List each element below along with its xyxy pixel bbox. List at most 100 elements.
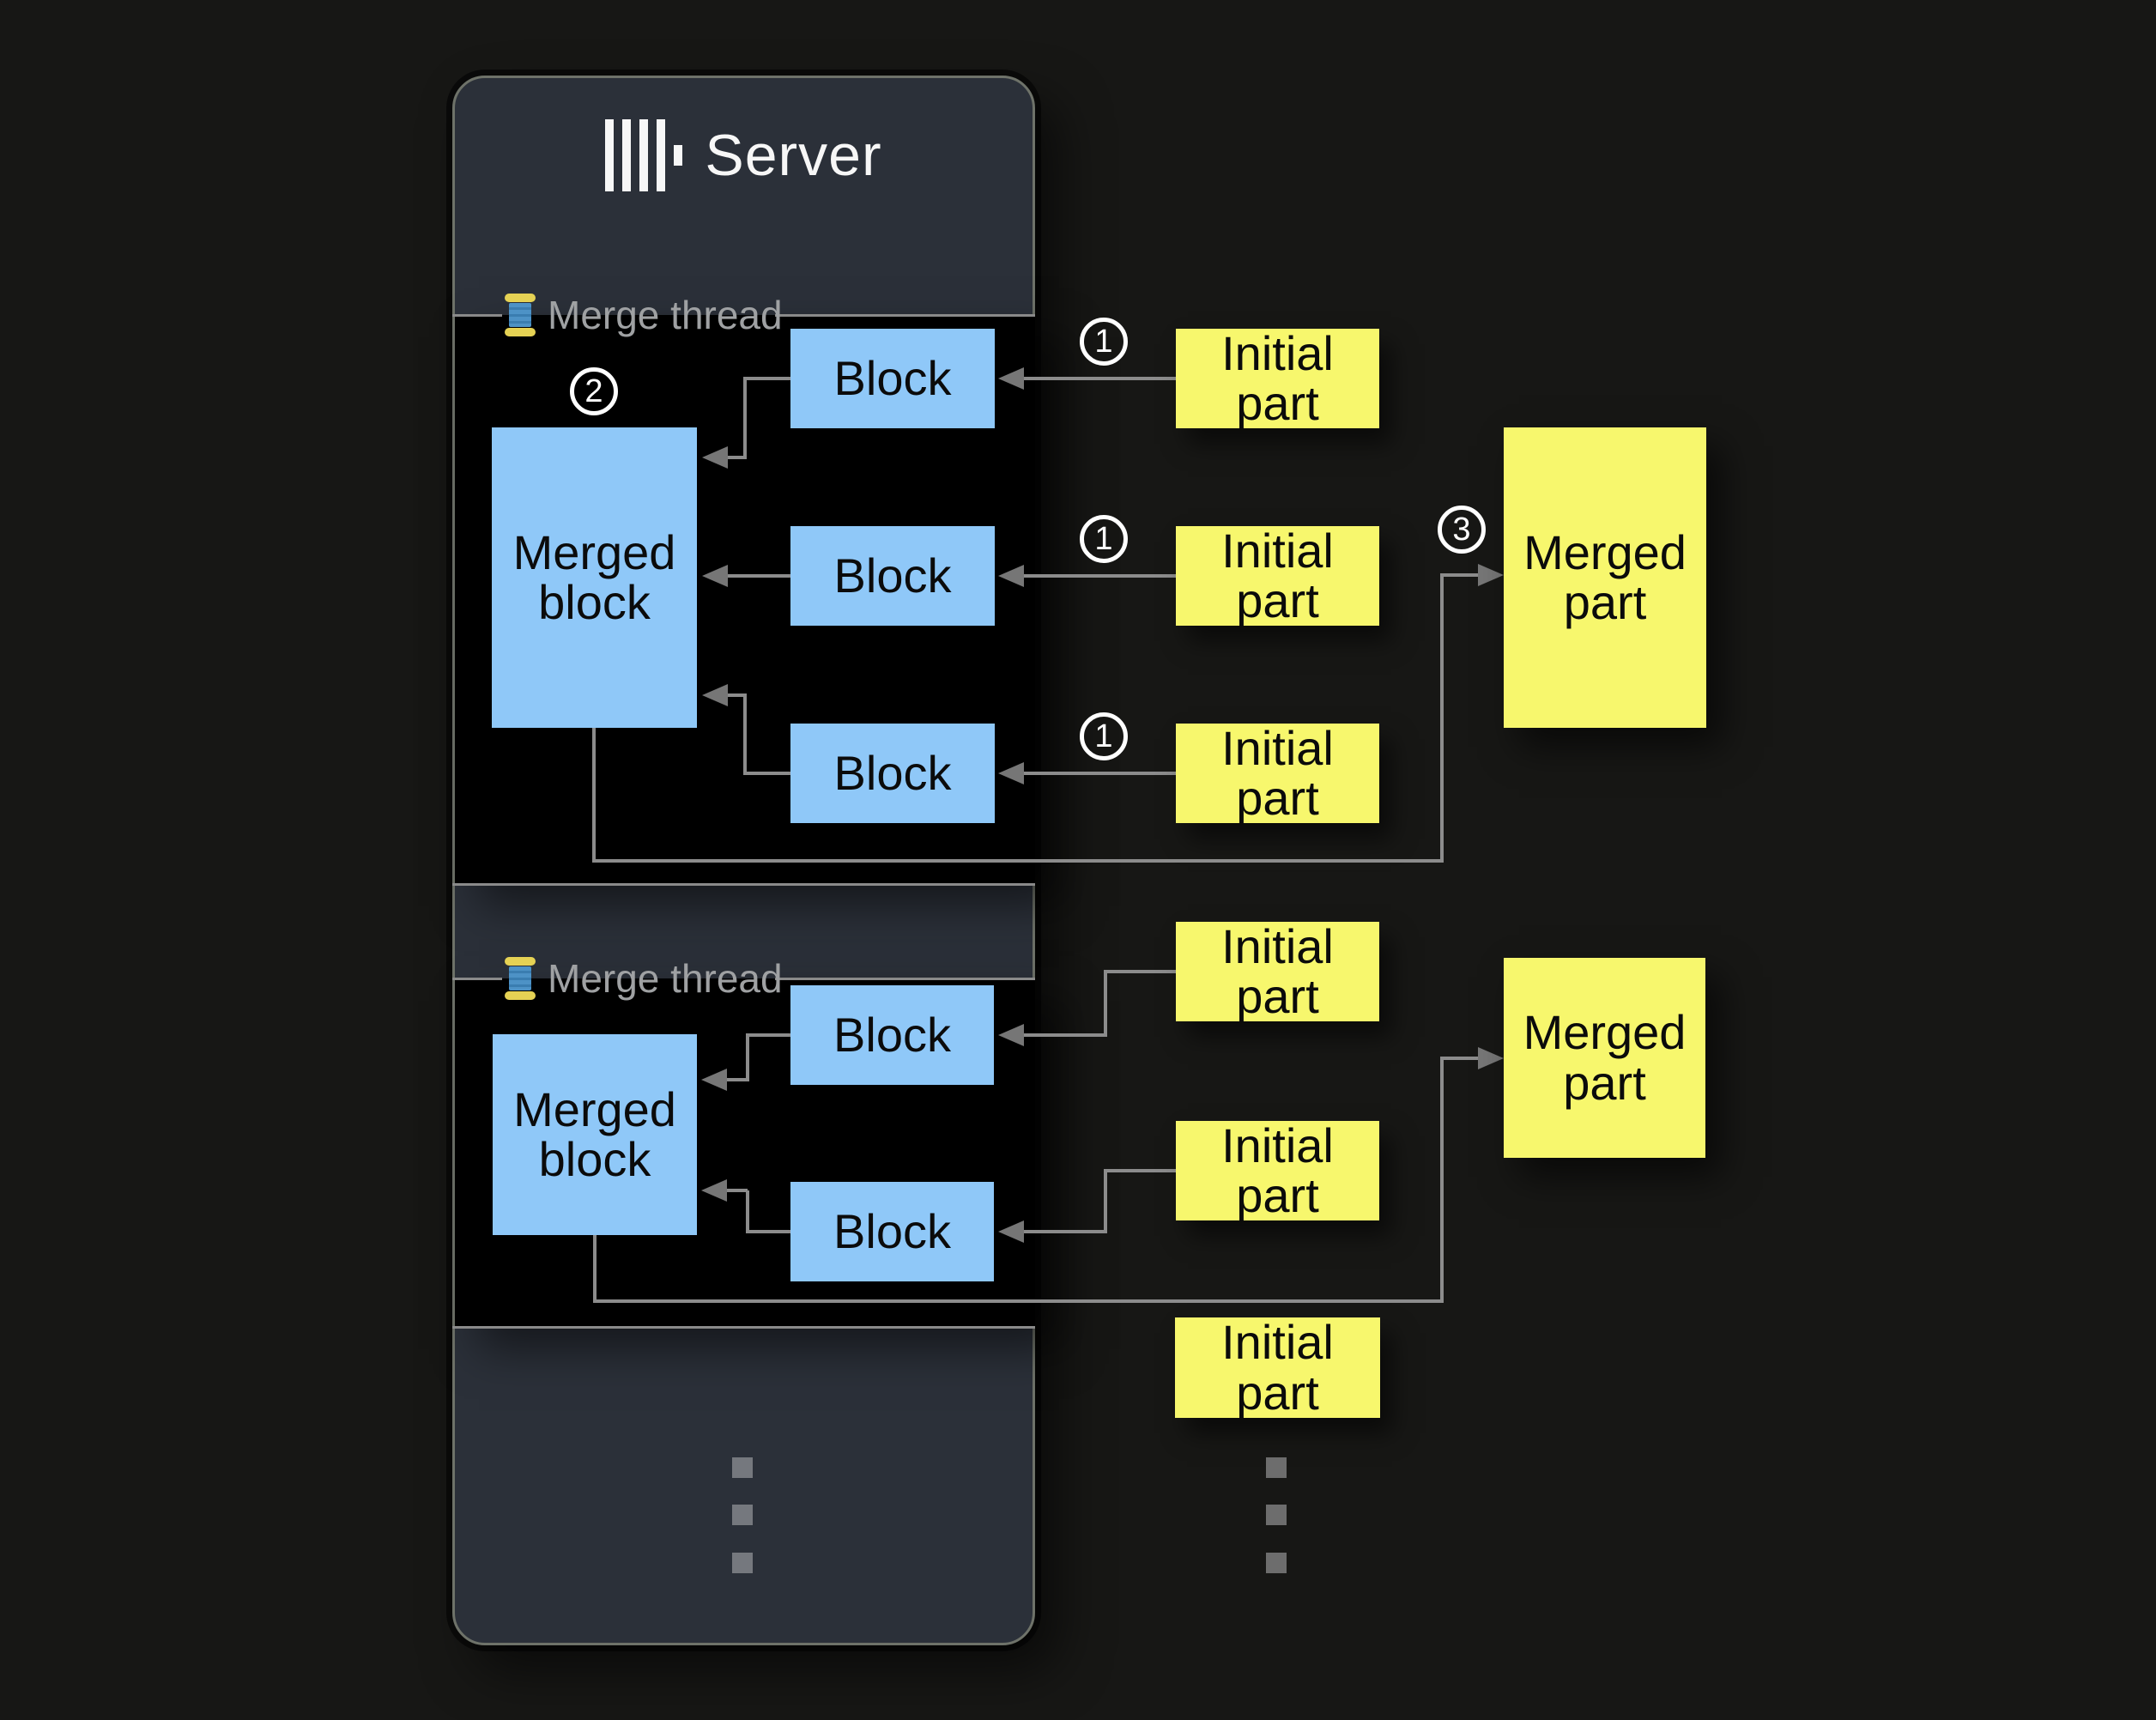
block-2-label: Block <box>833 548 952 603</box>
connector <box>745 377 790 380</box>
connector <box>743 377 747 459</box>
connector <box>1440 573 1444 863</box>
block-4: Block <box>790 985 994 1085</box>
connector <box>592 859 1444 863</box>
connector <box>1022 377 1176 380</box>
arrowhead-left <box>702 684 728 706</box>
merged-block-1-label: Merged block <box>512 524 676 629</box>
step-3-number: 3 <box>1452 511 1471 548</box>
block-4-label: Block <box>833 1007 951 1062</box>
initial-part-6: Initial part <box>1175 1317 1380 1418</box>
initial-part-2-label: Initial part <box>1221 523 1334 627</box>
connector <box>748 1230 790 1233</box>
block-5-label: Block <box>833 1203 951 1258</box>
initial-part-6-label: Initial part <box>1221 1315 1334 1420</box>
ellipsis-dot <box>732 1553 753 1573</box>
connector <box>748 1033 790 1037</box>
connector <box>725 1078 748 1081</box>
connector <box>1105 1169 1176 1172</box>
connector <box>593 1235 597 1303</box>
arrowhead-right <box>1478 564 1504 586</box>
initial-part-5-label: Initial part <box>1221 1117 1334 1222</box>
initial-part-1: Initial part <box>1176 325 1379 430</box>
connector <box>725 1189 748 1192</box>
merged-part-2-label: Merged part <box>1523 1005 1687 1110</box>
arrowhead-left <box>998 762 1024 784</box>
region1-border-right <box>775 314 1035 317</box>
merge-thread-label-1: Merge thread <box>505 293 783 337</box>
merged-part-1-label: Merged part <box>1523 524 1687 629</box>
connector <box>726 693 747 697</box>
server-header: Server <box>452 108 1035 203</box>
connector <box>745 772 790 775</box>
connector <box>1104 1169 1107 1233</box>
initial-part-3-label: Initial part <box>1221 720 1334 825</box>
region2-border-bottom <box>452 1326 1035 1329</box>
step-1-badge: 1 <box>1080 318 1128 366</box>
region2-border-right <box>775 978 1035 980</box>
connector <box>1105 970 1176 973</box>
step-2-badge: 2 <box>570 367 618 415</box>
arrowhead-left <box>701 1069 727 1091</box>
connector <box>592 728 596 863</box>
region2-border-left <box>452 978 502 980</box>
connector <box>1440 1057 1444 1303</box>
step-1-badge: 1 <box>1080 515 1128 563</box>
server-title: Server <box>705 123 882 188</box>
step-1-badge: 1 <box>1080 712 1128 760</box>
connector <box>1104 970 1107 1037</box>
step-1-number: 1 <box>1094 718 1113 754</box>
thread-spool-icon <box>505 957 536 1000</box>
step-1-number: 1 <box>1094 520 1113 557</box>
connector <box>726 456 747 459</box>
step-2-number: 2 <box>584 372 603 409</box>
connector <box>746 1190 749 1233</box>
block-3: Block <box>790 724 995 823</box>
ellipsis-dot <box>1266 1457 1287 1478</box>
merge-thread-label-2: Merge thread <box>505 956 783 1001</box>
merge-thread-text: Merge thread <box>548 293 783 337</box>
arrowhead-left <box>998 1220 1024 1243</box>
ellipsis-dot <box>1266 1553 1287 1573</box>
initial-part-4-label: Initial part <box>1221 918 1334 1023</box>
arrowhead-left <box>998 367 1024 390</box>
region1-border-bottom <box>452 883 1035 886</box>
arrowhead-left <box>702 565 728 587</box>
ellipsis-dot <box>1266 1505 1287 1525</box>
connector <box>1022 1033 1105 1037</box>
initial-part-4: Initial part <box>1176 918 1379 1023</box>
thread-spool-icon <box>505 294 536 336</box>
step-1-number: 1 <box>1094 323 1113 360</box>
merged-part-1: Merged part <box>1504 427 1706 728</box>
connector <box>1440 573 1481 577</box>
merged-block-2: Merged block <box>493 1034 697 1235</box>
arrowhead-left <box>702 446 728 469</box>
clickhouse-logo-icon <box>605 119 683 191</box>
ellipsis-dot <box>732 1505 753 1525</box>
arrowhead-left <box>998 1024 1024 1046</box>
block-2: Block <box>790 526 995 626</box>
connector <box>743 695 747 775</box>
block-1-label: Block <box>833 350 952 405</box>
initial-part-1-label: Initial part <box>1221 325 1334 430</box>
merge-thread-text: Merge thread <box>548 956 783 1001</box>
connector <box>1022 772 1176 775</box>
region1-border-left <box>452 314 502 317</box>
initial-part-3: Initial part <box>1176 720 1379 825</box>
initial-part-5: Initial part <box>1176 1117 1379 1222</box>
connector <box>726 574 790 578</box>
arrowhead-left <box>998 565 1024 587</box>
connector <box>1440 1057 1481 1060</box>
connector <box>746 1033 749 1081</box>
merged-part-2: Merged part <box>1504 958 1705 1158</box>
arrowhead-right <box>1478 1047 1504 1069</box>
ellipsis-dot <box>732 1457 753 1478</box>
block-5: Block <box>790 1182 994 1281</box>
connector <box>1022 574 1176 578</box>
step-3-badge: 3 <box>1438 506 1486 554</box>
connector <box>593 1299 1444 1303</box>
block-1: Block <box>790 329 995 428</box>
block-3-label: Block <box>833 745 952 800</box>
arrowhead-left <box>701 1179 727 1202</box>
